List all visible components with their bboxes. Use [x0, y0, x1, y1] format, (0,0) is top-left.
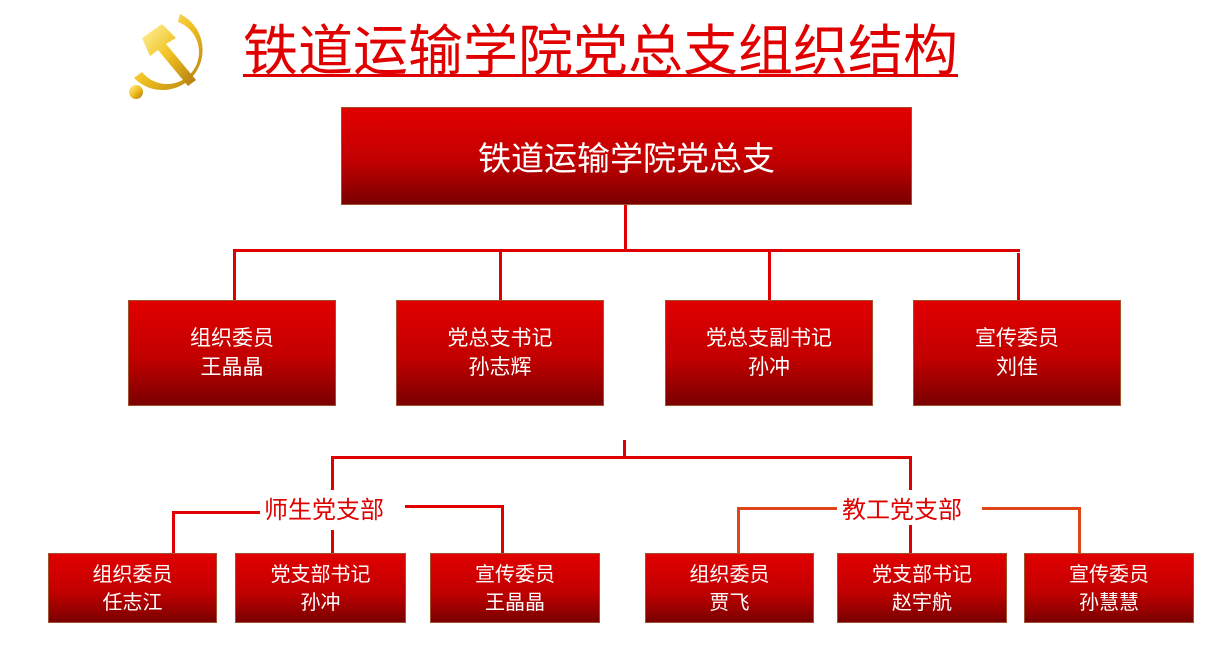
member-node: 组织委员贾飞	[645, 553, 814, 623]
root-node: 铁道运输学院党总支	[341, 107, 912, 205]
connector	[982, 507, 1080, 510]
connector	[331, 456, 334, 492]
connector	[624, 205, 627, 251]
role: 组织委员	[92, 562, 173, 586]
connector	[737, 507, 837, 510]
connector	[233, 249, 1020, 252]
connector	[737, 507, 740, 553]
connector	[331, 530, 334, 553]
connector	[501, 505, 504, 553]
connector	[233, 249, 236, 300]
connector	[331, 456, 912, 459]
role: 组织委员	[689, 562, 770, 586]
page-title: 铁道运输学院党总支组织结构	[243, 19, 959, 83]
committee-node: 党总支副书记孙冲	[665, 300, 873, 406]
name: 王晶晶	[200, 355, 264, 379]
connector	[172, 511, 264, 514]
name: 贾飞	[709, 590, 750, 614]
member-node: 党支部书记孙冲	[235, 553, 406, 623]
name: 刘佳	[996, 355, 1038, 379]
member-node: 党支部书记赵宇航	[837, 553, 1007, 623]
role: 党支部书记	[872, 562, 972, 586]
connector	[1017, 253, 1020, 300]
role: 党总支书记	[447, 326, 553, 350]
role: 宣传委员	[1069, 562, 1149, 586]
name: 任志江	[102, 590, 163, 614]
name: 王晶晶	[485, 590, 545, 614]
connector	[623, 440, 626, 459]
role: 党总支副书记	[706, 326, 832, 350]
party-emblem-icon	[129, 14, 203, 99]
role: 宣传委员	[975, 326, 1059, 350]
name: 赵宇航	[892, 590, 952, 614]
branch-label: 教工党支部	[838, 490, 966, 525]
member-node: 宣传委员孙慧慧	[1024, 553, 1194, 623]
member-node: 组织委员任志江	[48, 553, 217, 623]
connector	[909, 522, 912, 553]
name: 孙慧慧	[1079, 590, 1139, 614]
name: 孙冲	[300, 590, 341, 614]
name: 孙冲	[748, 355, 790, 379]
role: 组织委员	[190, 326, 274, 350]
connector	[499, 251, 502, 300]
committee-node: 宣传委员刘佳	[913, 300, 1121, 406]
member-node: 宣传委员王晶晶	[430, 553, 600, 623]
role: 宣传委员	[475, 562, 555, 586]
committee-node: 组织委员王晶晶	[128, 300, 336, 406]
name: 孙志辉	[468, 355, 532, 379]
root-label: 铁道运输学院党总支	[478, 139, 775, 178]
connector	[172, 511, 175, 553]
committee-node: 党总支书记孙志辉	[396, 300, 604, 406]
connector	[768, 252, 771, 300]
connector	[1078, 507, 1081, 553]
role: 党支部书记	[270, 562, 371, 586]
connector	[405, 505, 503, 508]
connector	[909, 456, 912, 492]
branch-label: 师生党支部	[260, 490, 388, 525]
